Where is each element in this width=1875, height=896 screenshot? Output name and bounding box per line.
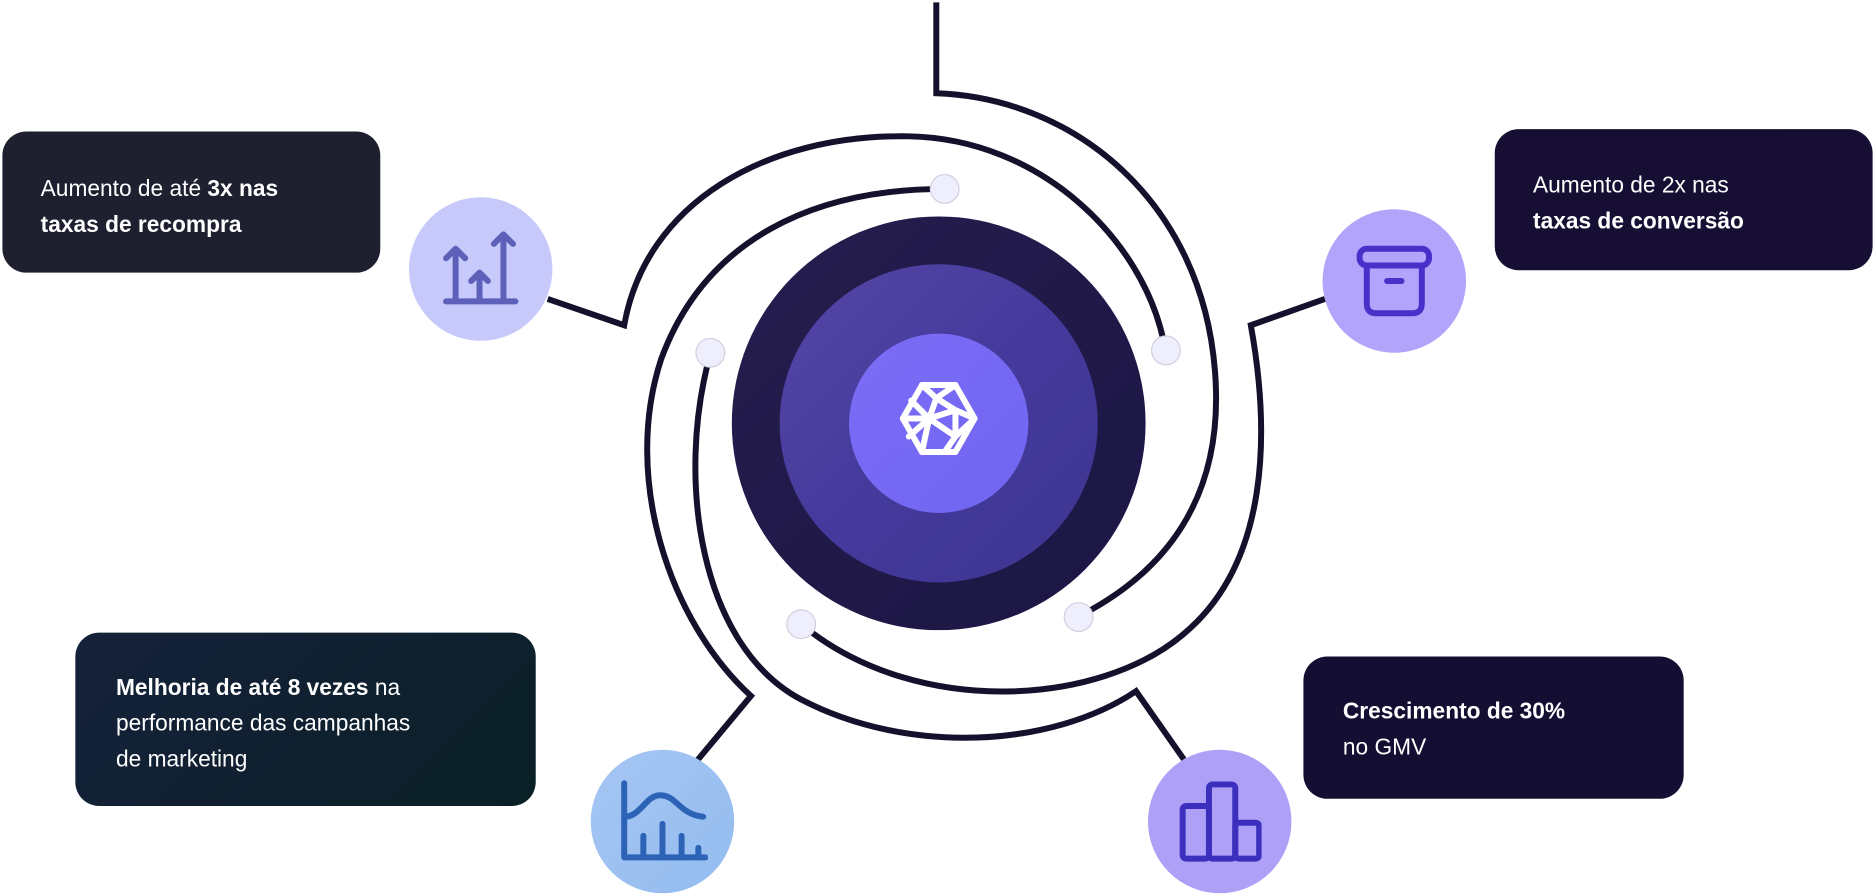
card-text: performance das campanhas [115,711,411,737]
node-dot [695,337,726,368]
node-dot [1150,335,1181,366]
network-hexagon-logo [899,382,978,456]
card-campaign-performance: Melhoria de até 8 vezes na performance d… [75,632,536,806]
card-text: Aumento de 2x nas [1533,173,1729,199]
node-dot [929,173,960,204]
line-outer-right [933,2,1220,618]
bar-chart-icon [1147,749,1292,894]
arrows-up-chart-icon [408,197,553,341]
card-text: no GMV [1342,735,1427,761]
distribution-chart-icon [590,749,735,894]
card-text: de marketing [115,747,248,773]
node-dot [786,609,817,640]
card-text-bold: Crescimento de 30% [1342,699,1566,725]
card-text-bold: Melhoria de até 8 vezes [115,675,369,701]
card-text-bold: taxas de conversão [1533,209,1744,235]
archive-box-icon [1322,209,1467,353]
card-text-bold: taxas de recompra [40,212,242,238]
node-dot [1063,602,1094,632]
card-text: Aumento de até [40,176,208,203]
line-top-arc [546,133,1167,342]
line-bottom [692,353,1187,762]
card-repurchase-rate: Aumento de até 3x nas taxas de recompra [2,131,381,273]
card-text: na [368,675,401,701]
line-to-circle2 [805,296,1326,695]
card-text-bold: 3x nas [207,176,279,203]
card-gmv-growth: Crescimento de 30% no GMV [1303,656,1684,799]
line-left-outer [644,185,945,763]
card-conversion-rate: Aumento de 2x nas taxas de conversão [1494,129,1873,271]
